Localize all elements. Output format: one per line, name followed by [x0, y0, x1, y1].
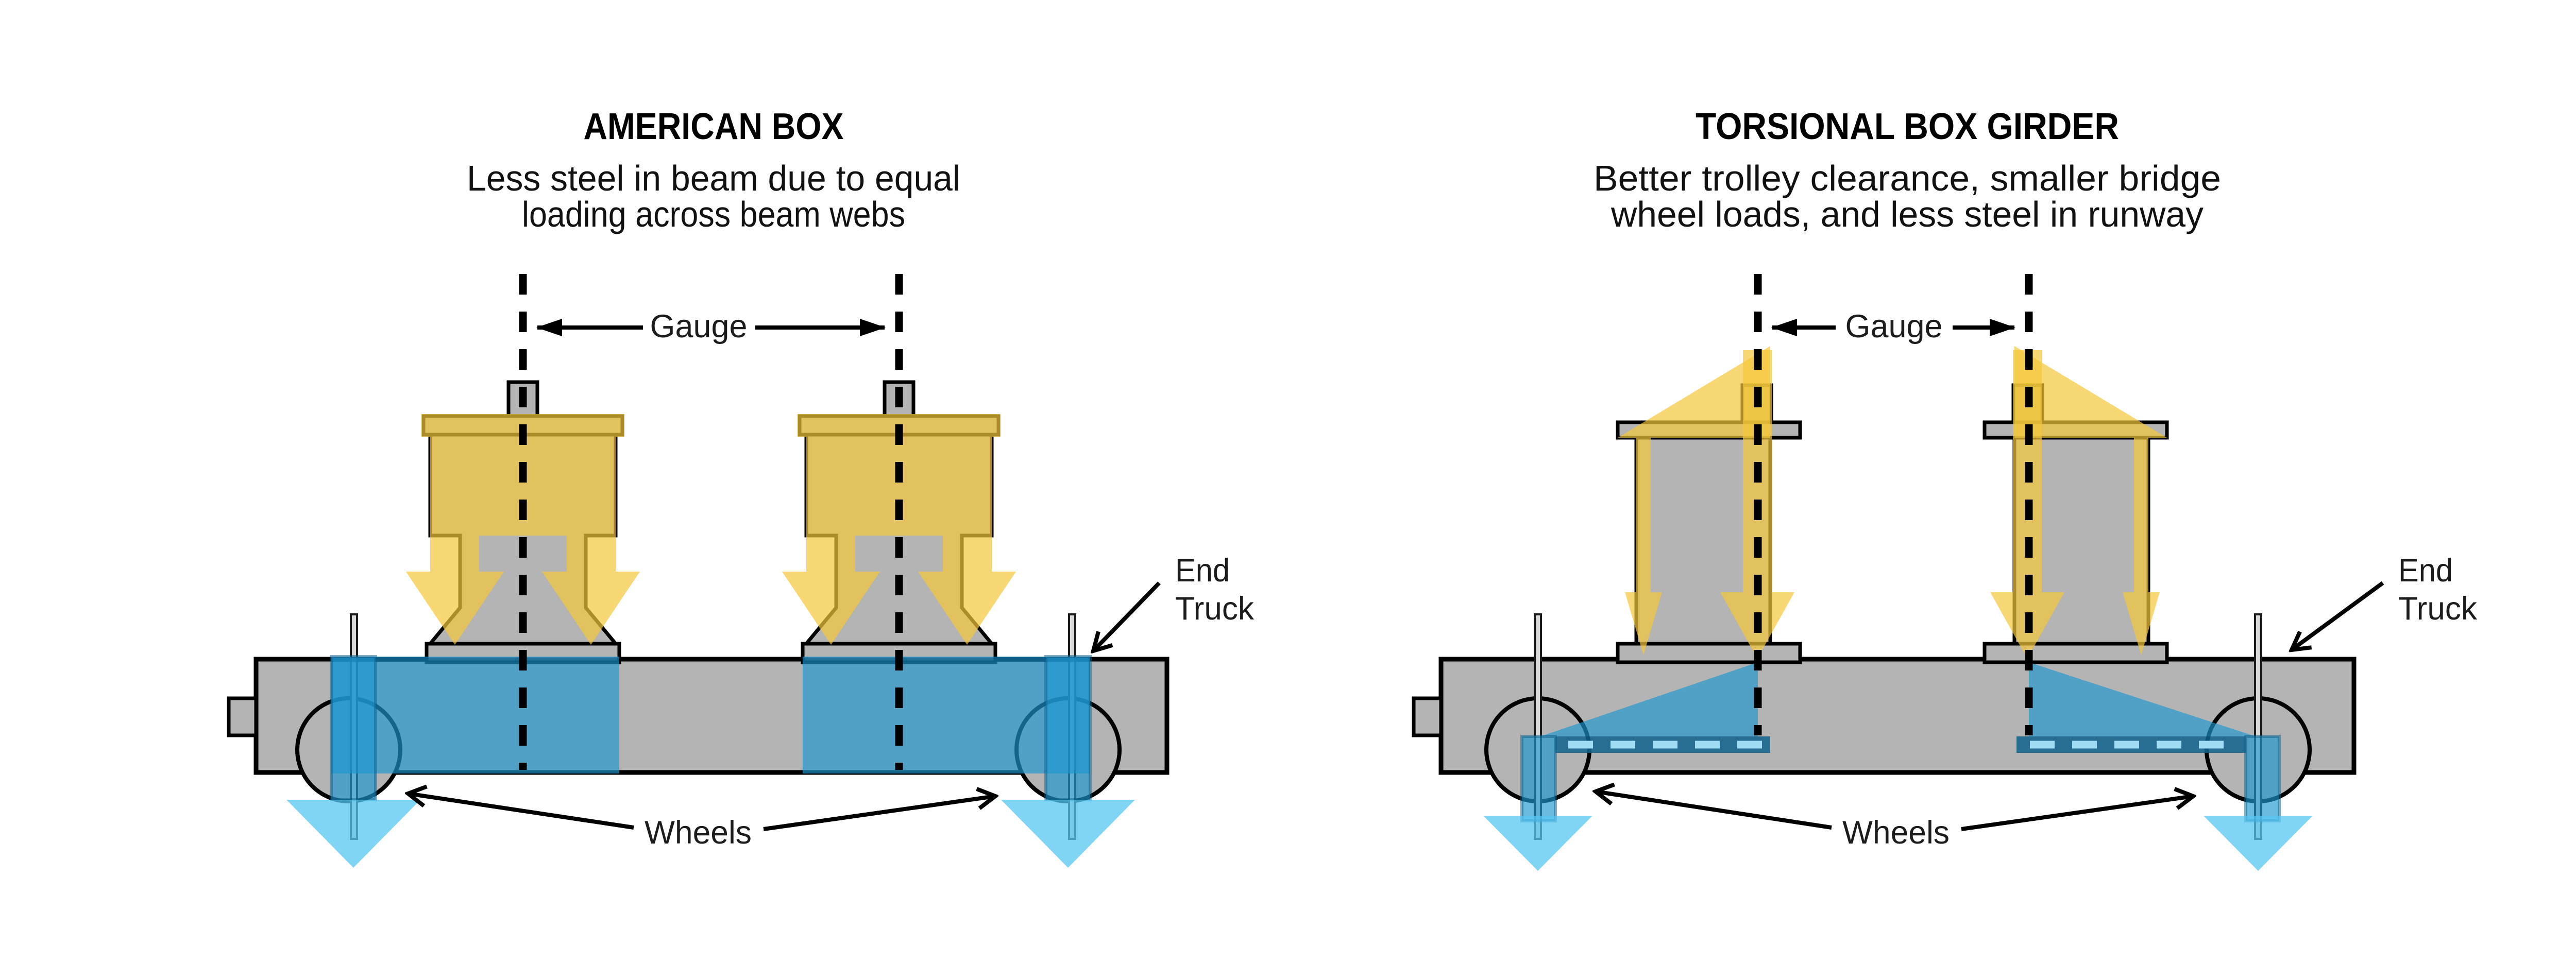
end-truck-label-line1: End: [2398, 553, 2453, 589]
american-box-subtitle-line1: Less steel in beam due to equal: [467, 158, 960, 198]
torsional-box-column: [1982, 346, 2169, 664]
bumper-block: [1412, 696, 1443, 737]
load-arrow-down-icon: [918, 536, 1016, 645]
load-transfer-triangle: [2014, 346, 2167, 438]
gauge-dimension: Gauge: [536, 308, 886, 345]
wheels-label: Wheels: [1842, 815, 1950, 851]
load-thin-band: [2134, 438, 2148, 592]
load-arrow-down-icon: [782, 536, 880, 645]
gauge-dimension: Gauge: [1771, 308, 2015, 345]
load-path-to-wheel: [1483, 662, 1770, 871]
wheels-leader-right: [763, 796, 995, 831]
load-arrow-down-icon: [406, 536, 504, 645]
end-truck-label-line2: Truck: [1175, 591, 1254, 627]
end-truck-beam: [1438, 657, 2357, 775]
american-box-title: AMERICAN BOX: [584, 106, 844, 147]
wheel-load-shaft: [2244, 735, 2281, 822]
load-spread-band: [803, 657, 1090, 773]
torsional-title: TORSIONAL BOX GIRDER: [1696, 106, 2119, 147]
wheel-reaction-arrow-icon: [286, 800, 420, 868]
wheel-load-shaft: [1520, 735, 1557, 822]
end-truck-label-line2: Truck: [2398, 591, 2477, 627]
american-box-subtitle-line2: loading across beam webs: [522, 194, 905, 234]
load-flange-highlight: [806, 437, 992, 536]
load-shear-triangle: [1540, 662, 1758, 736]
american-box-diagram: AMERICAN BOX Less steel in beam due to e…: [227, 106, 1254, 868]
torsional-subtitle-line2: wheel loads, and less steel in runway: [1611, 194, 2204, 234]
gauge-label: Gauge: [650, 308, 748, 345]
wheels-leader-right: [1961, 796, 2193, 831]
torsional-box-column: [1616, 346, 1802, 664]
torsional-subtitle-line1: Better trolley clearance, smaller bridge: [1594, 158, 2221, 198]
load-transfer-triangle: [1618, 346, 1770, 438]
load-flange-highlight: [430, 437, 616, 536]
bumper-block: [227, 696, 258, 737]
wheels-callout: Wheels: [408, 794, 995, 851]
pedestal-plate: [1982, 642, 2169, 664]
load-arrow-down-small-icon: [1625, 592, 1662, 655]
wheels-label: Wheels: [645, 815, 752, 851]
end-truck-callout: End Truck: [1093, 553, 1254, 651]
wheels-leader-left: [408, 794, 634, 830]
end-truck-leader: [1093, 581, 1161, 651]
load-shear-triangle: [2029, 662, 2256, 736]
load-arrow-down-small-icon: [2123, 592, 2160, 655]
wheel-load-shaft: [330, 655, 377, 801]
load-path-to-wheel: [2016, 662, 2313, 871]
end-truck-leader: [2292, 581, 2384, 650]
end-truck-callout: End Truck: [2292, 553, 2477, 650]
wheels-callout: Wheels: [1596, 792, 2193, 851]
end-truck-label-line1: End: [1175, 553, 1230, 589]
gauge-label: Gauge: [1845, 308, 1943, 345]
torsional-box-girder-diagram: TORSIONAL BOX GIRDER Better trolley clea…: [1412, 106, 2477, 871]
wheel-reaction-arrow-icon: [2204, 816, 2313, 871]
wheel-load-shaft: [1044, 655, 1092, 801]
wheels-leader-left: [1596, 792, 1832, 830]
load-arrow-down-icon: [542, 536, 640, 645]
load-spread-band: [331, 657, 619, 773]
pedestal-plate: [1616, 642, 1802, 664]
load-thin-band: [1636, 438, 1651, 592]
wheel-reaction-arrow-icon: [1001, 800, 1135, 868]
wheel-reaction-arrow-icon: [1483, 816, 1592, 871]
